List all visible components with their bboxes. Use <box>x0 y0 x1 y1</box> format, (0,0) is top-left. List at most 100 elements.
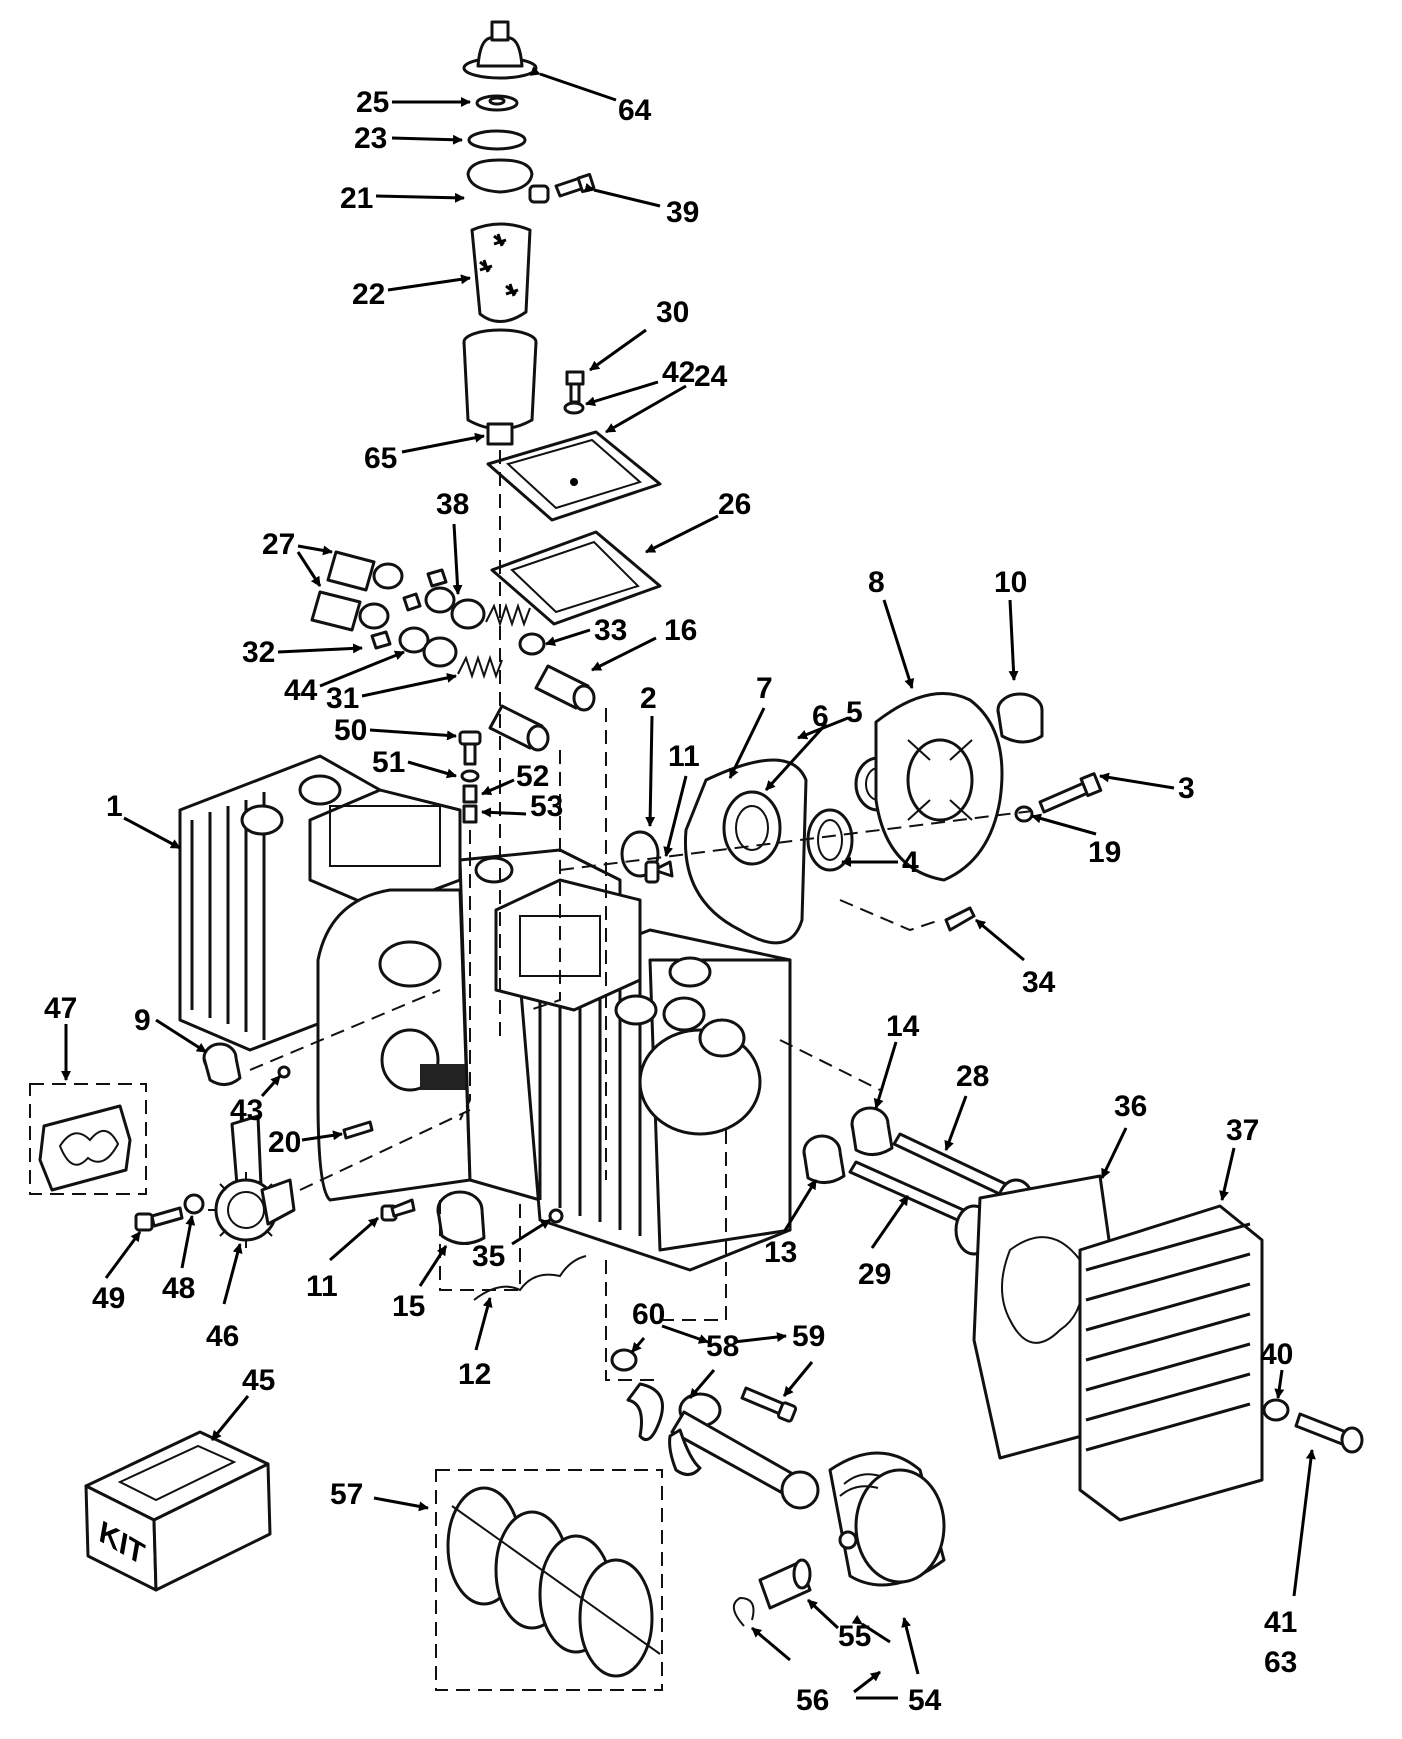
callout-46: 46 <box>206 1320 239 1353</box>
callout-58: 58 <box>706 1330 739 1363</box>
callout-59: 59 <box>792 1320 825 1353</box>
callout-43: 43 <box>230 1094 263 1127</box>
screw-49 <box>134 1206 184 1232</box>
leader-56a <box>751 1626 791 1662</box>
leader-28 <box>944 1095 968 1151</box>
leader-44 <box>319 650 405 688</box>
leader-31 <box>361 672 457 698</box>
bushing-14 <box>850 1106 894 1156</box>
leader-35 <box>511 1218 551 1246</box>
callout-52: 52 <box>516 760 549 793</box>
leader-19 <box>1031 813 1097 836</box>
screw-11-bottom <box>380 1198 416 1222</box>
connecting-rod-58 <box>626 1382 820 1510</box>
callout-38: 38 <box>436 488 469 521</box>
callout-56: 56 <box>796 1684 829 1717</box>
callout-35: 35 <box>472 1240 505 1273</box>
leader-27a <box>297 544 333 556</box>
leader-32 <box>277 643 363 654</box>
fitting-52 <box>462 784 478 804</box>
leader-64 <box>529 66 617 102</box>
callout-1: 1 <box>106 790 123 823</box>
callout-54: 54 <box>908 1684 942 1717</box>
leader-42 <box>585 380 659 407</box>
leader-51 <box>407 760 457 779</box>
callout-10: 10 <box>994 566 1027 599</box>
leader-8 <box>882 599 915 689</box>
leader-22 <box>387 274 471 292</box>
leader-46 <box>222 1243 243 1305</box>
leader-55 <box>806 1598 840 1630</box>
o-ring-23 <box>467 129 527 151</box>
screw-39 <box>554 172 596 198</box>
leader-49 <box>104 1231 142 1279</box>
callout-36: 36 <box>1114 1090 1147 1123</box>
callout-49: 49 <box>92 1282 125 1315</box>
screw-59 <box>740 1386 798 1423</box>
leader-57 <box>373 1496 429 1512</box>
washer-48 <box>183 1193 205 1215</box>
callout-51: 51 <box>372 746 405 779</box>
callout-14: 14 <box>886 1010 920 1043</box>
alignment-lines <box>249 450 1041 1381</box>
screw-50 <box>458 730 482 766</box>
callout-11-bottom: 11 <box>306 1270 338 1303</box>
leader-41 <box>1292 1449 1316 1597</box>
bearing-plate-7 <box>683 758 808 945</box>
callout-24: 24 <box>694 360 728 393</box>
callout-55: 55 <box>838 1620 871 1653</box>
leader-20 <box>301 1130 343 1142</box>
leader-26 <box>645 514 719 554</box>
leader-10 <box>1008 599 1019 681</box>
callout-31: 31 <box>326 682 359 715</box>
callout-29: 29 <box>858 1258 891 1291</box>
fitting-53 <box>462 804 478 824</box>
plug-35 <box>548 1208 564 1224</box>
callout-25: 25 <box>356 86 389 119</box>
gasket-26 <box>490 530 662 626</box>
callout-42: 42 <box>662 356 695 389</box>
leader-53 <box>481 807 527 818</box>
callout-47: 47 <box>44 992 77 1025</box>
callout-11-top: 11 <box>668 740 700 773</box>
callout-57: 57 <box>330 1478 363 1511</box>
leader-16 <box>591 636 657 672</box>
callout-40: 40 <box>1260 1338 1293 1371</box>
callout-44: 44 <box>284 674 318 707</box>
leader-15 <box>418 1245 448 1287</box>
stud-41 <box>1294 1412 1364 1454</box>
leader-60b <box>630 1337 646 1353</box>
valve-keepers <box>370 568 448 650</box>
bushing-13 <box>802 1134 846 1184</box>
callout-3: 3 <box>1178 772 1195 805</box>
leader-6 <box>764 722 828 792</box>
breather-cap-64 <box>462 20 538 80</box>
leader-27b <box>296 551 322 587</box>
leader-3 <box>1099 772 1175 790</box>
callout-60: 60 <box>632 1298 665 1331</box>
bushing-10 <box>996 692 1044 744</box>
callout-28: 28 <box>956 1060 989 1093</box>
callout-21: 21 <box>340 182 373 215</box>
callout-26: 26 <box>718 488 751 521</box>
callout-65: 65 <box>364 442 397 475</box>
leader-40 <box>1274 1369 1285 1399</box>
gasket-kit-47 <box>29 1083 147 1195</box>
screw-3 <box>1038 772 1103 814</box>
leader-60 <box>661 1324 709 1344</box>
callout-27: 27 <box>262 528 295 561</box>
callout-8: 8 <box>868 566 885 599</box>
callout-45: 45 <box>242 1364 275 1397</box>
pin-16 <box>534 664 596 712</box>
screw-11-top <box>644 860 674 884</box>
callout-64: 64 <box>618 94 652 127</box>
leader-34 <box>975 918 1025 962</box>
leader-lines <box>61 66 1316 1700</box>
leader-39 <box>584 183 661 208</box>
callout-41: 41 <box>1264 1606 1297 1639</box>
leader-48 <box>180 1215 196 1269</box>
leader-65 <box>401 432 485 454</box>
leader-24 <box>605 384 687 434</box>
callout-50: 50 <box>334 714 367 747</box>
spring-retainer-44 <box>398 626 458 668</box>
